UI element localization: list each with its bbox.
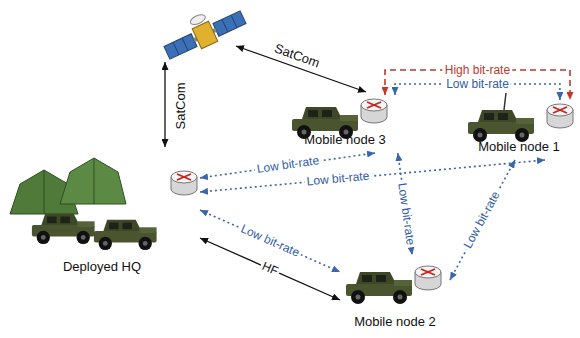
- node-label: Deployed HQ: [63, 260, 141, 274]
- satellite: [158, 0, 248, 63]
- link-connector: [450, 160, 515, 280]
- router-symbol: [547, 104, 573, 128]
- hq-truck: [94, 220, 157, 250]
- node-label: Mobile node 1: [478, 140, 560, 154]
- router-symbol: [415, 266, 441, 290]
- node-label: Mobile node 2: [354, 315, 436, 329]
- antenna: [504, 93, 506, 110]
- node-label: Mobile node 3: [304, 133, 386, 147]
- link-type-label: SatCom: [271, 41, 324, 72]
- link-label: High bit-rate: [443, 64, 512, 77]
- hq-tents: [10, 158, 126, 214]
- vehicle-symbol: [468, 110, 534, 142]
- link-label: Low bit-rate: [304, 170, 372, 189]
- vehicle-node: Deployed HQ: [4, 150, 200, 280]
- link-label: Low bit-rate: [254, 154, 322, 176]
- router-symbol: [171, 171, 197, 195]
- link-label: Low bit-rate: [237, 222, 303, 261]
- satcom-link: [164, 62, 165, 147]
- link-type-label: SatCom: [174, 81, 188, 132]
- vehicle-node: Mobile node 1: [460, 100, 578, 160]
- link-label: Low bit-rate: [461, 188, 504, 253]
- router-symbol: [361, 99, 387, 123]
- hq-truck: [32, 214, 95, 244]
- vehicle-node: Mobile node 2: [340, 255, 450, 335]
- link-label: HF: [258, 259, 282, 279]
- link-label: Low bit-rate: [444, 78, 511, 91]
- vehicle-node: Mobile node 3: [285, 95, 405, 153]
- vehicle-symbol: [346, 272, 412, 304]
- link-label: Low bit-rate: [395, 180, 417, 248]
